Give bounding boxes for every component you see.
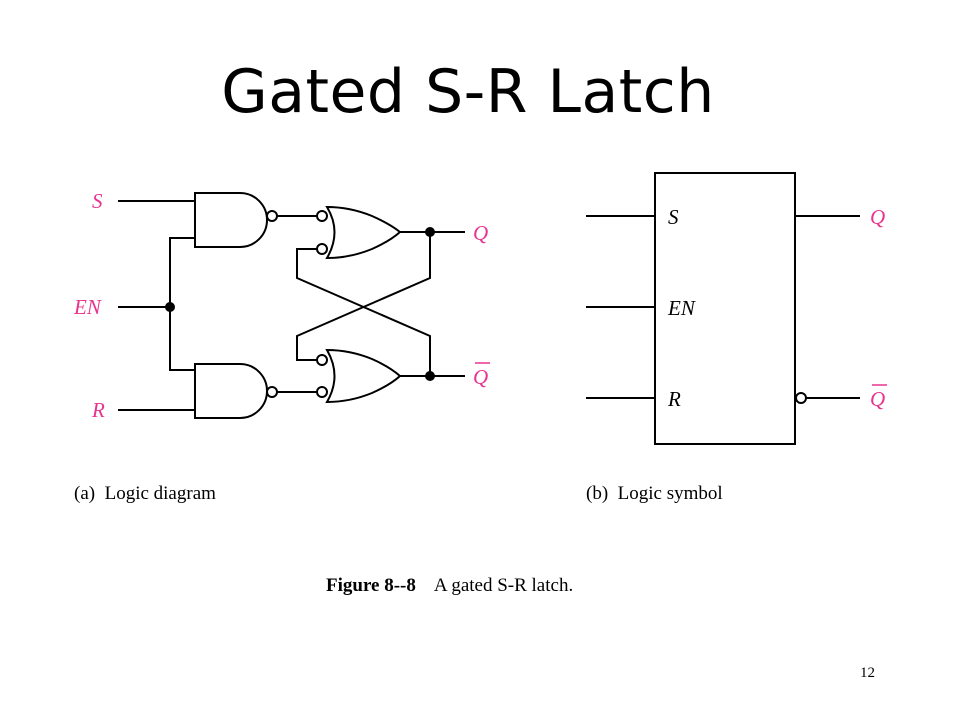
logic-diagram-caption: (a) Logic diagram <box>74 483 216 504</box>
feedback-wire-q-to-bottom <box>296 232 431 361</box>
logic-diagram-labels: S EN R Q Q <box>73 189 488 422</box>
diagram-r-label: R <box>91 398 105 422</box>
page-number: 12 <box>860 665 875 681</box>
logic-diagram <box>118 192 465 419</box>
symbol-output-labels: Q Q <box>870 205 885 411</box>
symbol-q-not-bubble <box>795 392 807 404</box>
symbol-q-not-label: Q <box>870 387 885 411</box>
symbol-q-label: Q <box>870 205 885 229</box>
bottom-nand-gate <box>194 363 268 419</box>
diagram-q-label: Q <box>473 221 488 245</box>
logic-symbol <box>586 172 860 445</box>
bottom-nand-bubble <box>266 386 278 398</box>
diagram-q-not-label: Q <box>473 365 488 389</box>
top-or-gate <box>325 205 402 260</box>
figure-number: Figure 8--8 <box>326 575 416 596</box>
top-nand-gate <box>194 192 268 248</box>
logic-symbol-caption: (b) Logic symbol <box>586 483 723 504</box>
symbol-pin-labels: S EN R <box>667 205 696 411</box>
latch-symbol-box <box>654 172 796 445</box>
slide-title: Gated S-R Latch <box>221 57 715 127</box>
bottom-or-gate <box>325 348 402 404</box>
bottom-nor-input-bubble-1 <box>316 354 328 366</box>
sub-captions: (a) Logic diagram (b) Logic symbol <box>74 483 723 504</box>
symbol-r-label: R <box>667 387 681 411</box>
figure-caption: Figure 8--8 A gated S-R latch. <box>326 575 573 597</box>
feedback-wire-qnot-to-top <box>296 248 431 376</box>
bottom-nor-input-bubble-2 <box>316 386 328 398</box>
symbol-en-label: EN <box>667 296 696 320</box>
top-nor-input-bubble-2 <box>316 243 328 255</box>
diagram-en-label: EN <box>73 295 102 319</box>
figure-caption-text: A gated S-R latch. <box>433 575 574 596</box>
diagram-s-label: S <box>92 189 103 213</box>
symbol-s-label: S <box>668 205 679 229</box>
top-nand-bubble <box>266 210 278 222</box>
en-junction-dot <box>165 302 175 312</box>
top-nor-input-bubble-1 <box>316 210 328 222</box>
